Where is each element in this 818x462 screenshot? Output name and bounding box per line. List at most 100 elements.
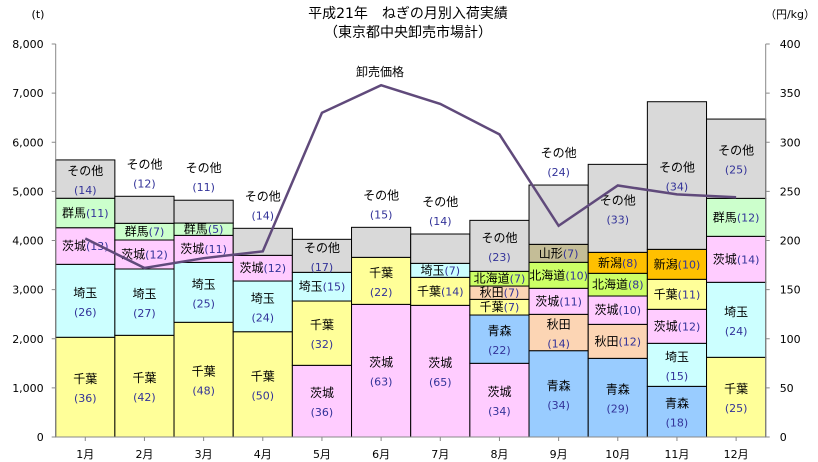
segment-label: 千葉(7) <box>480 300 520 314</box>
bar-segment <box>587 163 648 253</box>
segment-name: 埼玉 <box>665 350 689 364</box>
segment-percent: (48) <box>192 385 215 398</box>
segment-percent: (24) <box>251 311 274 324</box>
segment-percent: (65) <box>429 376 452 389</box>
segment-percent: (23) <box>488 251 511 264</box>
segment-label: 群馬(5) <box>184 222 224 236</box>
bar-segment <box>706 197 767 237</box>
segment-name: その他 <box>659 161 695 175</box>
segment-percent: (63) <box>370 376 393 389</box>
segment-percent: (22) <box>370 286 393 299</box>
segment-percent: (34) <box>547 399 570 412</box>
segment-percent: (22) <box>488 344 511 357</box>
x-tick-label: 5月 <box>313 448 331 461</box>
segment-name: 埼玉 <box>251 291 275 305</box>
segment-label: 埼玉(15) <box>299 280 346 294</box>
segment-name: 埼玉 <box>192 277 216 291</box>
y-axis-unit: (t) <box>32 8 45 21</box>
y2-tick-label: 400 <box>780 38 801 51</box>
segment-label: 茨城(13) <box>62 239 109 253</box>
segment-label: 群馬(12) <box>713 210 760 224</box>
segment-percent: (33) <box>606 213 629 226</box>
segment-name: 千葉 <box>192 365 216 379</box>
segment-percent: (27) <box>133 307 156 320</box>
bar-segment <box>55 263 116 338</box>
segment-percent: (25) <box>192 297 215 310</box>
segment-percent: (34) <box>666 181 689 194</box>
bar-segment <box>706 281 767 358</box>
segment-percent: (34) <box>488 405 511 418</box>
y2-tick-label: 150 <box>780 284 801 297</box>
y2-tick-label: 50 <box>780 382 794 395</box>
segment-percent: (24) <box>547 166 570 179</box>
segment-percent: (32) <box>311 338 334 351</box>
segment-label: 秋田(12) <box>594 334 641 348</box>
bar-segment <box>173 199 234 224</box>
x-tick-label: 9月 <box>550 448 568 461</box>
segment-percent: (24) <box>725 325 748 338</box>
bar-segment <box>410 233 471 264</box>
bar-segment <box>351 226 412 258</box>
y2-tick-label: 0 <box>780 431 787 444</box>
bar-segment <box>114 268 175 336</box>
segment-percent: (25) <box>725 402 748 415</box>
segment-name: 青森 <box>606 382 630 397</box>
segment-name: 千葉 <box>369 266 393 280</box>
x-tick-label: 4月 <box>254 448 272 461</box>
bar-segment <box>410 304 471 438</box>
segment-label: 北海道(10) <box>529 267 588 282</box>
bar-segment <box>646 101 708 250</box>
y-tick-label: 8,000 <box>12 38 44 51</box>
segment-name: その他 <box>541 146 577 160</box>
segment-name: その他 <box>245 189 281 203</box>
segment-name: 千葉 <box>73 372 97 386</box>
segment-name: 茨城 <box>310 386 334 400</box>
bar-segment <box>351 303 412 438</box>
y2-tick-label: 250 <box>780 185 801 198</box>
segment-label: 新潟(8) <box>598 255 638 270</box>
bar-segment <box>646 342 708 387</box>
bar-segment <box>528 350 589 438</box>
y-tick-label: 2,000 <box>12 333 44 346</box>
segment-label: 千葉(14) <box>417 284 464 298</box>
chart-subtitle: （東京都中央卸売市場計） <box>324 24 492 41</box>
segment-name: その他 <box>363 188 399 202</box>
y2-tick-label: 300 <box>780 136 801 149</box>
bar-segment <box>55 336 116 438</box>
y2-tick-label: 200 <box>780 235 801 248</box>
segment-name: 茨城 <box>487 385 511 399</box>
segment-name: 青森 <box>487 323 511 338</box>
segment-percent: (15) <box>370 208 393 221</box>
bar-segment <box>706 118 767 199</box>
segment-label: 茨城(12) <box>239 261 286 275</box>
segment-label: 群馬(11) <box>62 206 109 220</box>
bar-segment <box>469 362 530 438</box>
segment-name: その他 <box>67 164 103 178</box>
segment-label: 茨城(14) <box>713 252 760 266</box>
bar-segment <box>173 261 234 323</box>
segment-name: 茨城 <box>369 356 393 370</box>
segment-name: 千葉 <box>132 371 156 385</box>
x-tick-label: 12月 <box>724 448 749 461</box>
segment-name: 千葉 <box>310 318 334 332</box>
segment-name: その他 <box>422 195 458 209</box>
segment-name: 秋田 <box>547 318 571 332</box>
segment-label: 茨城(11) <box>180 242 227 256</box>
bar-segment <box>55 227 116 265</box>
bar-segment <box>469 314 530 364</box>
segment-name: その他 <box>600 193 636 207</box>
segment-percent: (14) <box>74 184 97 197</box>
y2-axis-unit: （円/kg） <box>765 8 815 21</box>
segment-percent: (11) <box>192 181 215 194</box>
y-tick-label: 7,000 <box>12 87 44 100</box>
segment-label: 秋田(7) <box>480 286 520 300</box>
segment-percent: (18) <box>666 417 689 430</box>
bar-segment <box>232 331 293 438</box>
y-tick-label: 6,000 <box>12 136 44 149</box>
segment-label: 茨城(10) <box>594 303 641 317</box>
segment-percent: (42) <box>133 391 156 404</box>
x-tick-label: 10月 <box>605 448 630 461</box>
y-tick-label: 1,000 <box>12 382 44 395</box>
bar-segment <box>351 256 412 305</box>
